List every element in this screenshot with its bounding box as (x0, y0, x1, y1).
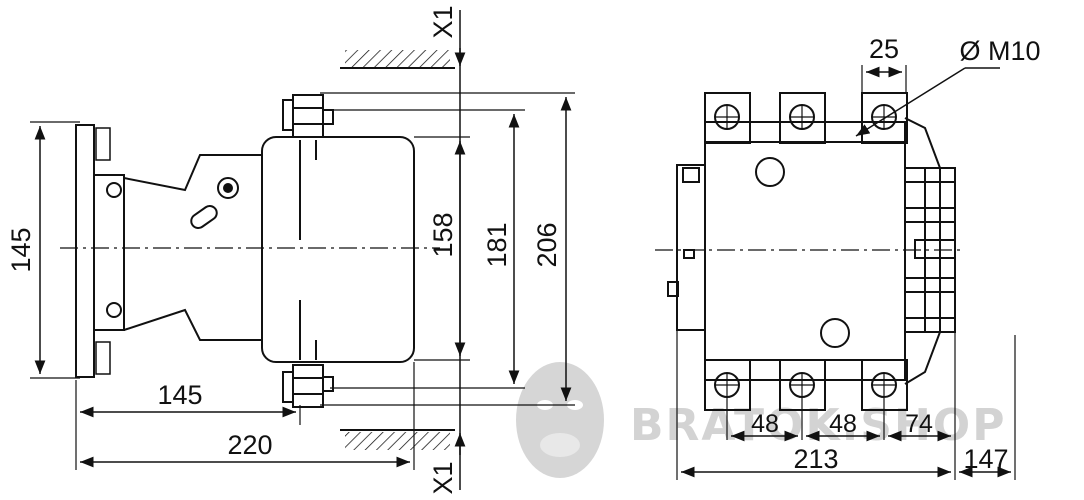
mounting-bracket (123, 154, 262, 341)
label-x1-top: X1 (428, 5, 458, 38)
extension-lines-side (30, 92, 575, 470)
ground-top (340, 50, 455, 69)
label-206: 206 (532, 222, 562, 267)
ground-bottom (340, 429, 455, 450)
contactor-body-side (261, 136, 415, 363)
label-181: 181 (482, 222, 512, 267)
label-x1-bottom: X1 (428, 461, 458, 494)
label-158: 158 (428, 212, 458, 257)
front-view (667, 92, 956, 411)
label-48-a: 48 (751, 410, 779, 438)
label-74: 74 (905, 410, 933, 438)
aux-contact-block (676, 164, 706, 331)
side-view (75, 94, 415, 408)
label-147: 147 (963, 444, 1008, 474)
mounting-rail (93, 174, 125, 331)
label-213: 213 (793, 444, 838, 474)
watermark: BRATOK.SHOP (516, 362, 1006, 478)
label-25: 25 (869, 34, 899, 64)
bottom-terminal (282, 364, 334, 408)
label-220: 220 (227, 430, 272, 460)
top-terminals-front (704, 92, 908, 144)
gorilla-logo-icon (516, 362, 604, 478)
label-48-b: 48 (829, 410, 857, 438)
mounting-plate (75, 124, 95, 378)
pivot-icon (217, 177, 239, 199)
watermark-text: BRATOK.SHOP (630, 400, 1006, 451)
top-terminal (282, 94, 334, 138)
label-m10: Ø M10 (959, 36, 1040, 66)
right-aux-block (904, 117, 956, 385)
label-145-vertical: 145 (6, 227, 36, 272)
label-145-horizontal: 145 (157, 380, 202, 410)
contactor-body-front (704, 141, 906, 361)
extension-lines-front (676, 65, 1016, 480)
